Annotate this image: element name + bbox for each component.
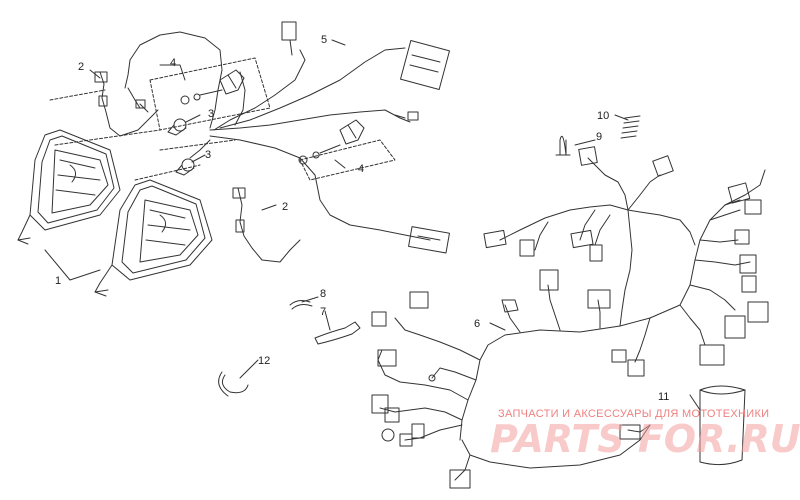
callout-9: 9: [596, 131, 602, 143]
callout-10: 10: [597, 110, 609, 122]
part-10-spring: [620, 115, 641, 139]
callout-11: 11: [658, 391, 669, 403]
part-7-boot: [314, 321, 361, 345]
callout-7: 7: [320, 306, 326, 318]
callout-labels: 1 2 2 3 3 4 4 5 6 7 8 9 10 11 12: [55, 34, 669, 403]
adjuster-lower: [298, 119, 365, 165]
callout-6: 6: [474, 318, 480, 330]
callout-5: 5: [321, 34, 327, 46]
harness-5: [124, 21, 450, 254]
callout-3-upper: 3: [208, 108, 214, 120]
part-11-sleeve: [699, 385, 746, 466]
bulb-lower: [175, 158, 195, 176]
exploded-view-frames: [49, 57, 396, 181]
headlight-right: [94, 179, 213, 297]
watermark: ЗАПЧАСТИ И АКСЕССУАРЫ ДЛЯ МОТОТЕХНИКИ PA…: [490, 408, 800, 461]
bulb-upper: [167, 118, 187, 136]
part-12-clamp: [218, 371, 249, 397]
watermark-text: ЗАПЧАСТИ И АКСЕССУАРЫ ДЛЯ МОТОТЕХНИКИ: [498, 408, 769, 420]
callout-4-upper: 4: [170, 57, 176, 69]
headlight-left: [17, 129, 121, 245]
part-9-clip: [555, 135, 571, 156]
callout-12: 12: [258, 355, 270, 367]
part-8-clip: [289, 300, 313, 310]
callout-2-upper: 2: [78, 61, 84, 73]
bulb-harness-upper: [94, 71, 159, 137]
callout-3-lower: 3: [205, 149, 211, 161]
watermark-logo: PARTS FOR.RU: [490, 417, 800, 461]
harness-6: [371, 146, 769, 489]
callout-8: 8: [320, 288, 326, 300]
bulb-harness-lower: [232, 187, 301, 263]
callout-2-lower: 2: [282, 201, 288, 213]
callout-leaders: [89, 39, 701, 411]
callout-4-lower: 4: [358, 163, 364, 175]
callout-1: 1: [55, 275, 61, 287]
adjuster-upper: [180, 69, 245, 105]
